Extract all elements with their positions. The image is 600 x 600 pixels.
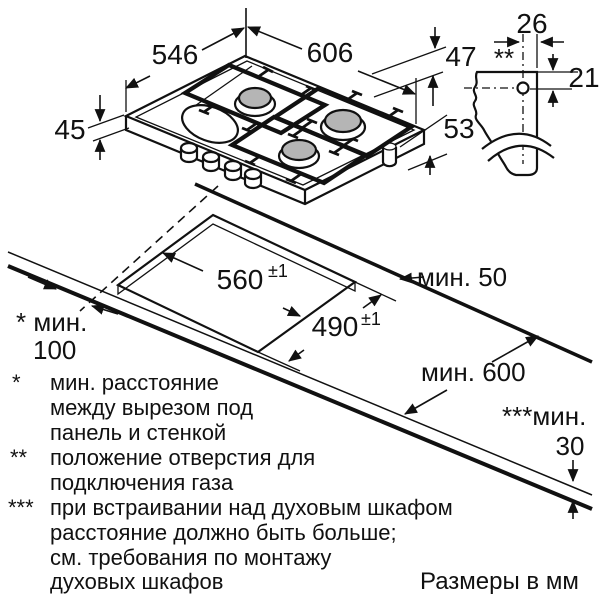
footnotes: * мин. расстояние между вырезом под пане… (8, 370, 453, 594)
hob-isometric-view (123, 54, 427, 206)
projection-dashed-line (79, 185, 219, 312)
clearance-rear: мин. 50 (398, 262, 507, 292)
footnote3-line3: см. требования по монтажу (50, 545, 331, 570)
gas-connection-profile: 26 21 ** (464, 8, 600, 177)
gas-pipe-stub (381, 146, 398, 168)
hob-total-height-label: 53 (443, 113, 474, 144)
profile-outline (472, 70, 539, 177)
gas-offset-h-label: 26 (516, 8, 547, 39)
clearance-bottom: ***мин. 30 (502, 401, 586, 519)
units-note: Размеры в мм (420, 568, 579, 595)
footnote3-line1: при встраивании над духовым шкафом (50, 495, 453, 520)
clearance-side-label: * мин. (16, 307, 87, 337)
footnote3-line2: расстояние должно быть больше; (50, 520, 397, 545)
hob-dimensions: 546 606 45 47 53 (54, 8, 477, 175)
dim-546: 546 (125, 27, 245, 112)
profile-break-mask (482, 133, 554, 161)
footnote3-marker: *** (8, 495, 34, 520)
footnote3-line4: духовых шкафов (50, 569, 223, 594)
gas-marker-label: ** (494, 43, 514, 73)
dim-26: 26 (494, 8, 564, 48)
worktop-front-bottom-edge (7, 264, 593, 511)
cutout-width-tol: ±1 (268, 261, 288, 281)
clearance-worktop-depth: мин. 600 (404, 335, 539, 415)
worktop-cutout-view: 560 ±1 490 ±1 мин. 50 мин. 600 * мин. (7, 182, 593, 519)
footnote2-marker: ** (10, 445, 28, 470)
hob-rim-height-label: 45 (54, 114, 85, 145)
dim-45: 45 (54, 95, 130, 160)
cutout-depth-label: 490 (312, 311, 359, 342)
gas-hole (516, 81, 530, 95)
footnote1-marker: * (12, 370, 21, 395)
hob-inner-rim (134, 60, 416, 186)
clearance-worktop-depth-label: мин. 600 (421, 357, 526, 387)
clearance-bottom-label: ***мин. (502, 401, 586, 431)
footnote1-line1: мин. расстояние (50, 370, 219, 395)
pan-support-front (227, 114, 371, 186)
clearance-side-value: 100 (33, 335, 76, 365)
clearance-rear-label: мин. 50 (417, 262, 507, 292)
clearance-side: * мин. 100 (16, 276, 119, 365)
burner-front (277, 138, 321, 170)
worktop-front-top-edge (7, 251, 593, 496)
cutout-width-label: 560 (217, 264, 264, 295)
dim-606: 606 (246, 26, 417, 124)
clearance-bottom-value: 30 (556, 431, 585, 461)
pan-support-rear (180, 62, 330, 136)
gas-offset-v-label: 21 (568, 62, 599, 93)
footnote2-line1: положение отверстия для (50, 445, 315, 470)
cutout-depth-tol: ±1 (361, 309, 381, 329)
hob-width-label: 606 (307, 37, 354, 68)
profile-break-lines (481, 132, 555, 162)
dim-560: 560 ±1 (162, 252, 301, 317)
cutout-inner-face (117, 223, 356, 296)
burner-rear (233, 86, 277, 118)
hob-upper-height-label: 47 (445, 41, 476, 72)
footnote1-line3: панель и стенкой (50, 420, 226, 445)
hob-top-surface (123, 54, 427, 192)
control-knobs (179, 141, 263, 190)
dim-21: 21 (530, 54, 600, 107)
dim-490: 490 ±1 (257, 281, 397, 372)
dim-53: 53 (399, 113, 475, 175)
worktop-rear-edge (194, 182, 593, 364)
footnote2-line2: подключения газа (50, 470, 234, 495)
hob-depth-label: 546 (152, 39, 199, 70)
dim-47: 47 (371, 27, 477, 106)
footnote1-line2: между вырезом под (50, 395, 253, 420)
burner-right (319, 108, 367, 142)
